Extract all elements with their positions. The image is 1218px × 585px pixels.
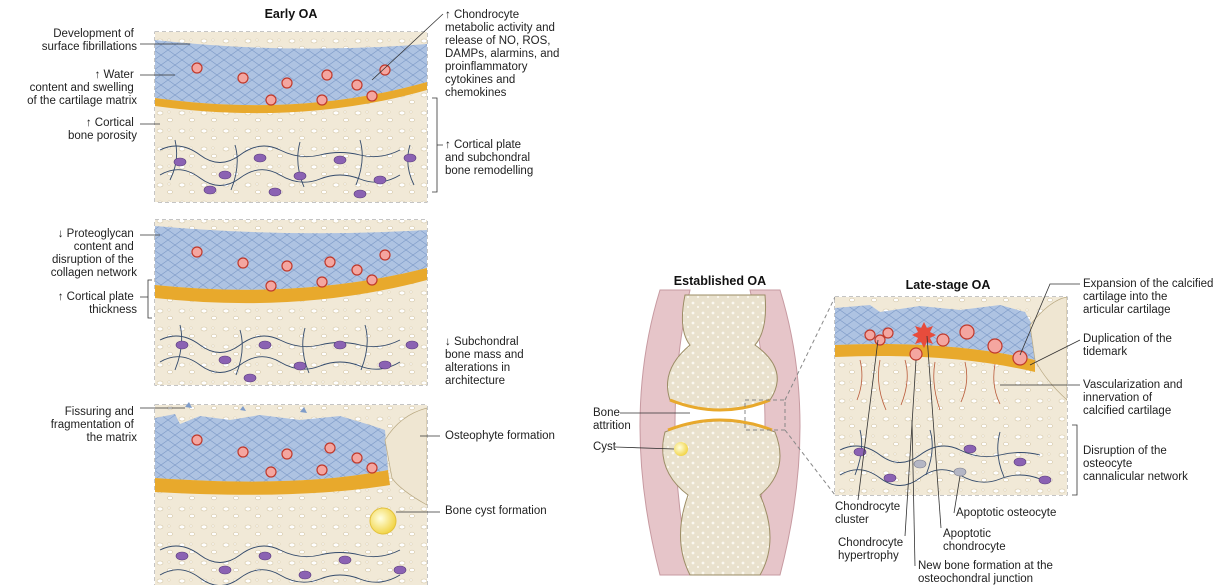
label-bone-attrition: Bone attrition <box>593 407 631 432</box>
label-surface-fibrillations: Development of surface fibrillations <box>42 28 137 53</box>
label-chondrocyte-activity: ↑ Chondrocyte metabolic activity and rel… <box>445 9 563 99</box>
label-bone-porosity: ↑ Cortical bone porosity <box>68 117 137 142</box>
joint-illustration <box>640 290 835 575</box>
label-subchondral-remodelling: ↑ Cortical plate and subchondral bone re… <box>445 139 533 177</box>
label-water-content: ↑ Water content and swelling of the cart… <box>27 69 137 107</box>
label-tidemark-duplication: Duplication of the tidemark <box>1083 333 1175 358</box>
label-fissuring: Fissuring and fragmentation of the matri… <box>51 406 138 444</box>
label-chondrocyte-cluster: Chondrocyte cluster <box>835 501 903 526</box>
bone-cyst <box>370 508 396 534</box>
label-plate-thickness: ↑ Cortical plate thickness <box>58 291 138 316</box>
title-early-oa: Early OA <box>265 7 318 21</box>
label-proteoglycan: ↓ Proteoglycan content and disruption of… <box>51 228 138 279</box>
label-new-bone-formation: New bone formation at the osteochondral … <box>918 560 1056 585</box>
label-vascularization: Vascularization and innervation of calci… <box>1083 379 1186 417</box>
panel-fissure <box>155 402 427 585</box>
title-late-stage-oa: Late-stage OA <box>906 278 991 292</box>
label-apoptotic-chondrocyte: Apoptotic chondrocyte <box>943 528 1006 553</box>
label-osteophyte-formation: Osteophyte formation <box>445 430 555 442</box>
joint-cyst <box>674 442 688 456</box>
label-chondrocyte-hypertrophy: Chondrocyte hypertrophy <box>838 537 906 562</box>
label-bone-cyst-formation: Bone cyst formation <box>445 505 547 517</box>
title-established-oa: Established OA <box>674 274 766 288</box>
label-cyst: Cyst <box>593 441 617 453</box>
panel-mid <box>155 220 427 385</box>
label-apoptotic-osteocyte: Apoptotic osteocyte <box>956 507 1056 519</box>
label-bone-mass: ↓ Subchondral bone mass and alterations … <box>445 336 527 387</box>
label-network-disruption: Disruption of the osteocyte cannalicular… <box>1083 445 1188 483</box>
label-calcified-expansion: Expansion of the calcified cartilage int… <box>1083 278 1217 316</box>
panel-early <box>155 32 427 202</box>
